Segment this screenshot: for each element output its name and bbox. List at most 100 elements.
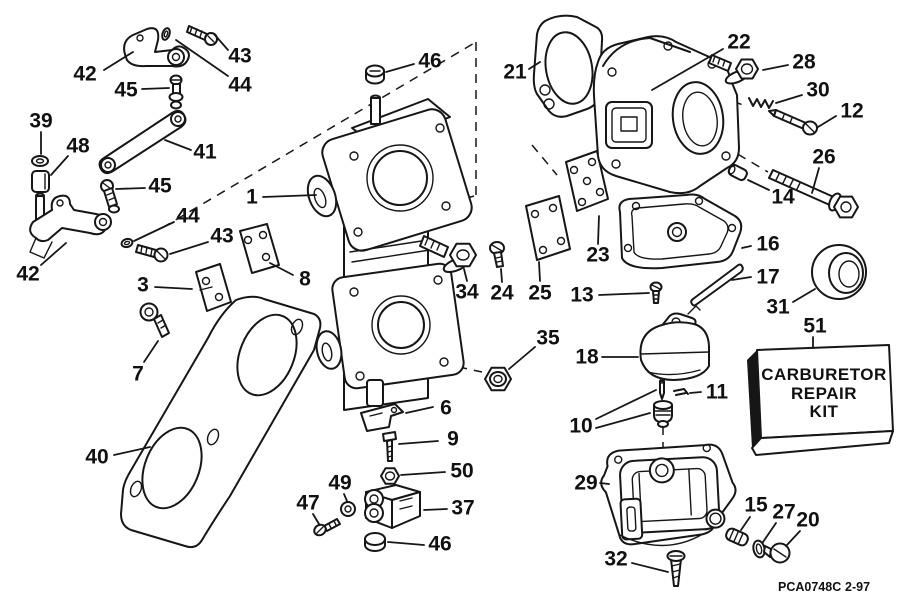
part-screw-43-lower — [135, 244, 169, 263]
part-screw-24 — [489, 241, 505, 268]
part-spring-30 — [748, 97, 774, 109]
part-artwork — [29, 14, 867, 587]
callout-label-30: 30 — [806, 79, 829, 102]
leader-line-46 — [387, 541, 425, 546]
part-screw-43-upper — [186, 25, 218, 46]
callout-label-37: 37 — [451, 497, 474, 520]
part-washer-49 — [340, 501, 356, 517]
part-float-18 — [639, 305, 710, 381]
leader-line-41 — [164, 139, 192, 151]
leader-line-13 — [598, 292, 650, 296]
leader-line-21 — [528, 61, 541, 70]
part-screw-7 — [139, 302, 170, 338]
part-plate-25 — [525, 195, 571, 261]
part-bolt-34 — [419, 235, 477, 274]
leader-line-35 — [508, 346, 536, 370]
callout-label-43: 43 — [210, 225, 233, 248]
callout-label-24: 24 — [490, 282, 514, 305]
part-gasket-21 — [532, 14, 604, 118]
part-screw-47 — [313, 518, 341, 537]
leader-line-3 — [154, 286, 193, 290]
leader-line-29 — [599, 482, 610, 485]
callout-label-22: 22 — [727, 31, 750, 54]
callout-label-9: 9 — [447, 428, 459, 451]
leader-line-17 — [731, 276, 752, 281]
part-plug-46-upper — [365, 64, 385, 85]
leader-line-49 — [343, 493, 348, 502]
part-cable-clamp-37 — [364, 484, 421, 529]
part-gasket-40 — [120, 295, 322, 549]
leader-line-40 — [113, 446, 151, 456]
leader-line-48 — [50, 155, 69, 176]
leader-line-27 — [762, 522, 777, 543]
figure-footer: PCA0748C 2-97 — [778, 580, 870, 594]
leader-line-10 — [595, 389, 657, 420]
part-nut-35 — [484, 366, 512, 392]
leader-line-26 — [811, 167, 820, 194]
callout-label-15: 15 — [744, 494, 768, 517]
callout-label-18: 18 — [575, 346, 599, 369]
part-bracket-3 — [195, 263, 232, 312]
callout-label-34: 34 — [455, 281, 479, 304]
kit-box-line-2: REPAIR — [791, 384, 857, 403]
callout-label-45: 45 — [114, 79, 138, 102]
part-screw-45-lower — [100, 179, 120, 214]
leader-line-14 — [747, 179, 770, 191]
callout-label-47: 47 — [296, 492, 319, 515]
callout-label-41: 41 — [193, 141, 217, 164]
kit-box-line-3: KIT — [810, 402, 839, 421]
callout-label-1: 1 — [246, 186, 258, 209]
part-carburetor-cover-22 — [592, 35, 740, 195]
callout-label-49: 49 — [328, 472, 351, 495]
part-fitting-14 — [727, 163, 748, 182]
callout-label-20: 20 — [796, 509, 819, 532]
callout-label-45: 45 — [148, 175, 172, 198]
leader-line-50 — [400, 471, 446, 476]
leader-line-10 — [595, 412, 651, 429]
leader-line-1 — [262, 194, 317, 198]
callout-label-16: 16 — [756, 233, 779, 256]
leader-lines — [40, 33, 837, 573]
callout-label-46: 46 — [418, 50, 441, 73]
callout-label-50: 50 — [450, 460, 473, 483]
callout-label-26: 26 — [812, 146, 835, 169]
leader-line-47 — [312, 513, 320, 525]
part-throttle-lever-lower — [29, 194, 112, 259]
part-rod-17 — [690, 263, 744, 307]
part-throttle-lever-upper — [123, 27, 190, 68]
leader-line-43 — [213, 33, 229, 51]
leader-line-6 — [405, 406, 434, 414]
callout-label-21: 21 — [503, 61, 527, 84]
callout-label-48: 48 — [66, 135, 90, 158]
callout-label-17: 17 — [756, 266, 779, 289]
callout-label-23: 23 — [586, 244, 609, 267]
leader-line-34 — [463, 268, 468, 282]
callout-label-14: 14 — [771, 186, 795, 209]
leader-line-30 — [775, 94, 803, 104]
part-cup-31 — [811, 244, 867, 300]
callout-label-40: 40 — [85, 446, 108, 469]
leader-line-45 — [141, 87, 170, 90]
callout-label-25: 25 — [528, 282, 552, 305]
callout-label-44: 44 — [228, 74, 252, 97]
callout-label-12: 12 — [840, 100, 863, 123]
part-plug-46-lower — [364, 532, 386, 552]
part-plate-23 — [565, 150, 609, 212]
part-needle-11 — [659, 378, 689, 400]
kit-box-line-1: CARBURETOR — [761, 365, 887, 384]
callout-label-7: 7 — [132, 363, 144, 386]
leader-line-42 — [103, 51, 134, 71]
part-washer-44-upper — [161, 27, 171, 41]
part-throttle-link-41 — [98, 109, 187, 175]
part-plug-15 — [725, 527, 749, 547]
part-plate-8 — [239, 223, 280, 274]
part-gasket-16 — [618, 193, 743, 270]
leader-line-31 — [792, 288, 816, 303]
part-carburetor-body — [306, 94, 473, 411]
leader-line-24 — [500, 268, 503, 283]
leader-line-37 — [423, 508, 448, 511]
leader-line-32 — [631, 562, 669, 573]
